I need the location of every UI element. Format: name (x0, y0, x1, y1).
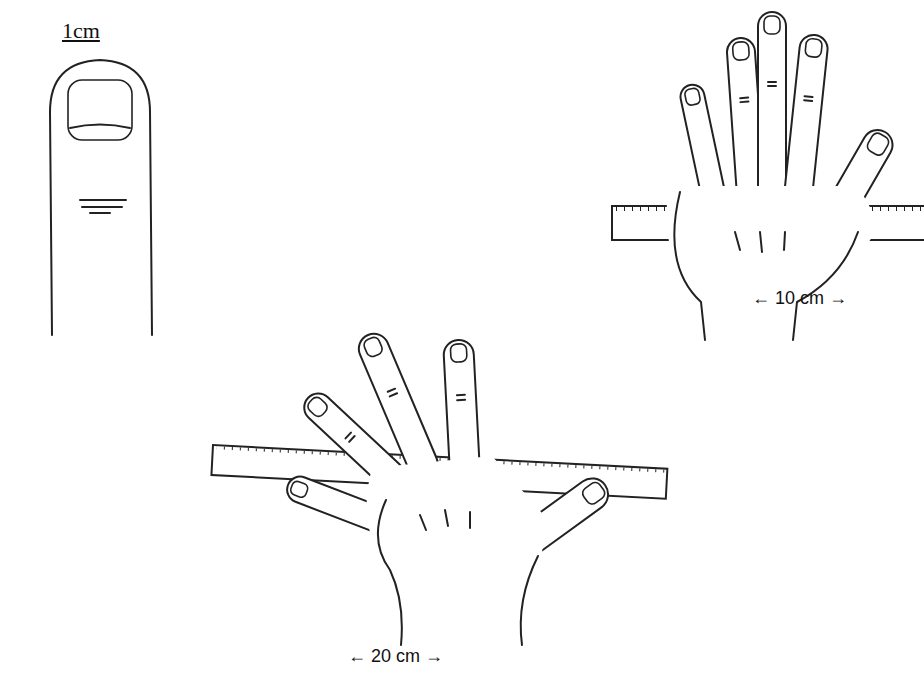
palm-edge (674, 192, 705, 340)
nail-edge (70, 125, 130, 129)
palm (367, 456, 548, 650)
knuckle-lines (420, 510, 470, 530)
finger (783, 34, 829, 211)
finger-crease (80, 200, 126, 213)
hand-span-drawing (211, 329, 667, 650)
knuckle-lines (735, 232, 785, 252)
palm-edge (521, 556, 538, 645)
finger (354, 329, 442, 483)
scale-label: 1cm (62, 18, 100, 44)
finger (758, 12, 786, 202)
finger-outline (50, 60, 152, 335)
palm (667, 186, 880, 345)
hand-width-drawing (612, 12, 924, 345)
palm-edge (378, 500, 402, 645)
dimension-label: ← 10 cm → (752, 288, 847, 309)
fingertip-drawing (50, 60, 152, 335)
dimension-label: ← 20 cm → (348, 646, 443, 667)
fingernail (68, 80, 132, 140)
palm-edge (793, 232, 858, 340)
